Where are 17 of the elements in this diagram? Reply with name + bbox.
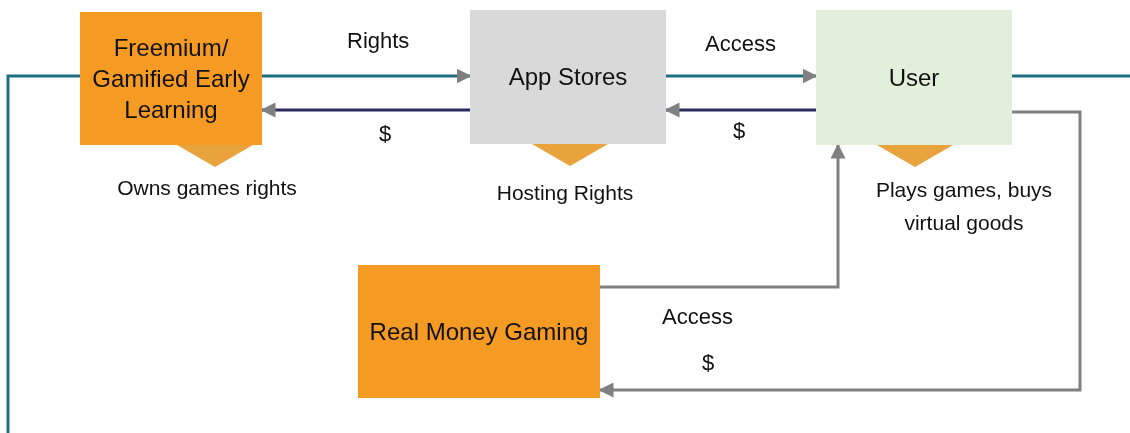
node-caption: Plays games, buys virtual goods [874, 177, 1054, 236]
process-box [816, 10, 1012, 145]
box-label: User [888, 62, 940, 93]
box-label: Real Money Gaming [369, 316, 589, 347]
box-label: App Stores [508, 62, 628, 93]
node-caption: Hosting Rights [495, 180, 635, 206]
process-box [470, 10, 666, 144]
arrow [600, 143, 846, 289]
arrow [262, 68, 472, 84]
process-box [358, 265, 600, 398]
process-box [80, 12, 262, 145]
pointer-triangle [877, 145, 953, 167]
node-caption: Owns games rights [116, 175, 298, 201]
pointer-triangle [177, 145, 253, 167]
arrow [666, 68, 818, 84]
box-label: Freemium/ Gamified Early Learning [91, 32, 251, 126]
pointer-triangle [532, 144, 608, 166]
